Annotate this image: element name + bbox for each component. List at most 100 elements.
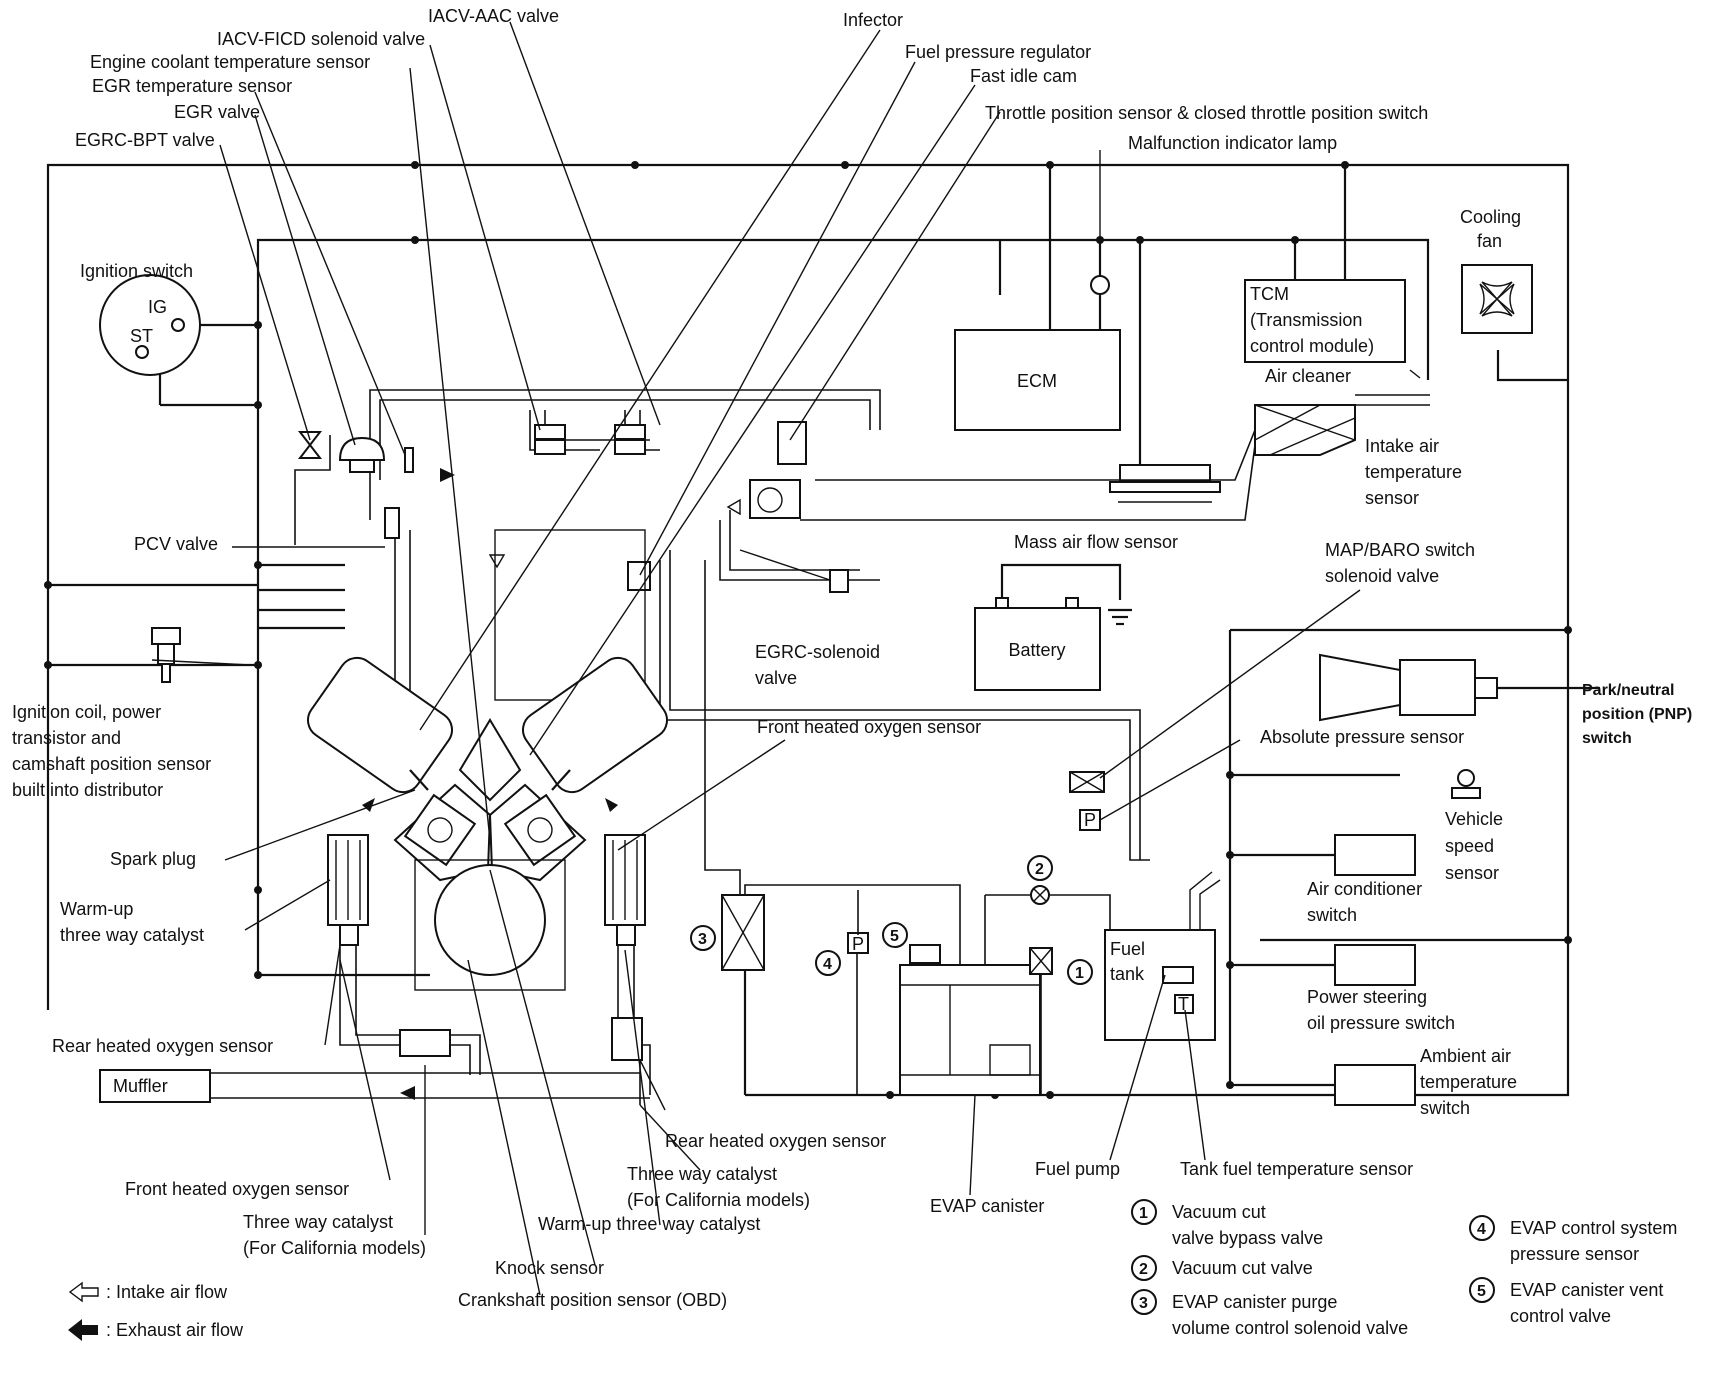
svg-text:5: 5 — [890, 928, 899, 945]
tank-temp-t: T — [1178, 994, 1189, 1014]
legend-item-1: 1 Vacuum cut valve bypass valve — [1131, 1199, 1323, 1248]
st-terminal — [135, 345, 149, 359]
throttle-body-icon — [749, 479, 801, 519]
egr-valve-icon — [338, 436, 386, 473]
transmission-icon — [1319, 653, 1498, 722]
tcm-label-1: TCM — [1250, 284, 1289, 304]
fuel-tank-label-1: Fuel — [1110, 939, 1145, 959]
ig-terminal — [171, 318, 185, 332]
label-map-baro-2: solenoid valve — [1325, 566, 1439, 586]
label-fast-idle-cam: Fast idle cam — [970, 66, 1077, 86]
svg-text:5: 5 — [1477, 1283, 1486, 1300]
label-tank-fuel-temp: Tank fuel temperature sensor — [1180, 1159, 1413, 1179]
svg-text:1: 1 — [1075, 965, 1084, 982]
label-ignition-switch: Ignition switch — [80, 261, 193, 281]
label-fuel-pump: Fuel pump — [1035, 1159, 1120, 1179]
label-iacv-aac: IACV-AAC valve — [428, 6, 559, 26]
vehicle-speed-sensor-icon — [1451, 769, 1481, 799]
label-pnp-1: Park/neutral — [1582, 682, 1674, 699]
malfunction-indicator-lamp-icon — [1090, 275, 1110, 295]
vacuum-cut-valve-bypass — [1029, 947, 1053, 975]
legend-item-3: 3 EVAP canister purge volume control sol… — [1131, 1289, 1408, 1338]
evap-piping — [704, 560, 1111, 1095]
label-front-o2-top: Front heated oxygen sensor — [757, 717, 981, 737]
tcm-box — [1244, 279, 1406, 363]
label-twc-right-2: (For California models) — [627, 1190, 810, 1210]
throttle-position-sensor-icon — [777, 421, 807, 465]
label-front-o2-bottom: Front heated oxygen sensor — [125, 1179, 349, 1199]
muffler-box — [99, 1069, 211, 1103]
flow-legend: : Intake air flow : Exhaust air flow — [68, 1281, 244, 1341]
vacuum-cut-valve — [1030, 885, 1050, 905]
svg-text:EVAP control system: EVAP control system — [1510, 1218, 1677, 1238]
ig-label: IG — [148, 297, 167, 317]
mass-air-flow-sensor — [1109, 464, 1221, 503]
junction-dots — [44, 161, 1572, 1099]
label-rear-o2-left: Rear heated oxygen sensor — [52, 1036, 273, 1056]
label-twc-left-1: Three way catalyst — [243, 1212, 393, 1232]
label-warmup-twc-left-2: three way catalyst — [60, 925, 204, 945]
tcm-label-2: (Transmission — [1250, 310, 1362, 330]
svg-text:pressure sensor: pressure sensor — [1510, 1244, 1639, 1264]
intake-arrows — [488, 498, 741, 569]
label-spark-plug: Spark plug — [110, 849, 196, 869]
legend-exhaust-air-flow: : Exhaust air flow — [106, 1320, 244, 1340]
label-egr-temp: EGR temperature sensor — [92, 76, 292, 96]
label-cooling-fan-2: fan — [1477, 231, 1502, 251]
svg-text:volume control solenoid valve: volume control solenoid valve — [1172, 1318, 1408, 1338]
label-ignition-coil-3: camshaft position sensor — [12, 754, 211, 774]
svg-text:3: 3 — [1139, 1295, 1148, 1312]
label-egrc-solenoid-1: EGRC-solenoid — [755, 642, 880, 662]
fuel-tank: T — [1104, 871, 1221, 1041]
label-twc-left-2: (For California models) — [243, 1238, 426, 1258]
svg-text:4: 4 — [823, 956, 832, 973]
evap-pressure-sensor: P — [847, 932, 869, 954]
label-evap-canister: EVAP canister — [930, 1196, 1044, 1216]
warmup-catalyst-right — [604, 834, 646, 946]
battery-label: Battery — [1008, 640, 1065, 660]
svg-text:EVAP canister vent: EVAP canister vent — [1510, 1280, 1663, 1300]
component-labels: IACV-AAC valve IACV-FICD solenoid valve … — [12, 6, 1692, 1310]
egrc-solenoid-valve-icon — [829, 569, 849, 593]
label-cooling-fan-1: Cooling — [1460, 207, 1521, 227]
label-ambient-air-3: switch — [1420, 1098, 1470, 1118]
label-absolute-pressure: Absolute pressure sensor — [1260, 727, 1464, 747]
ignition-switch-icon — [99, 274, 201, 376]
label-pnp-2: position (PNP) — [1582, 706, 1692, 723]
map-baro-switch-solenoid-icon — [1069, 771, 1105, 793]
svg-text:2: 2 — [1035, 861, 1044, 878]
abs-pressure-p: P — [1084, 810, 1096, 830]
legend-intake-air-flow: : Intake air flow — [106, 1282, 228, 1302]
egr-temperature-sensor-icon — [404, 447, 414, 473]
label-power-steering-2: oil pressure switch — [1307, 1013, 1455, 1033]
label-map-baro-1: MAP/BARO switch — [1325, 540, 1475, 560]
cooling-fan-icon — [1479, 281, 1515, 317]
label-pnp-3: switch — [1582, 730, 1632, 747]
label-rear-o2-right: Rear heated oxygen sensor — [665, 1131, 886, 1151]
evap-canister-vent-valve — [909, 944, 941, 964]
label-intake-air-temp-2: temperature — [1365, 462, 1462, 482]
svg-text:3: 3 — [698, 931, 707, 948]
legend-item-2: 2 Vacuum cut valve — [1131, 1255, 1313, 1281]
legend-item-5: 5 EVAP canister vent control valve — [1469, 1277, 1663, 1326]
label-air-cleaner: Air cleaner — [1265, 366, 1351, 386]
pressure-sensor-p: P — [852, 934, 864, 954]
warmup-catalyst-left — [327, 834, 369, 946]
battery — [974, 563, 1132, 691]
label-vehicle-speed-1: Vehicle — [1445, 809, 1503, 829]
svg-text:1: 1 — [1139, 1205, 1148, 1222]
egrc-bpt-valve-icon — [297, 431, 323, 459]
absolute-pressure-sensor-icon: P — [1079, 809, 1101, 831]
svg-text:2: 2 — [1139, 1261, 1148, 1278]
label-ignition-coil-1: Ignition coil, power — [12, 702, 161, 722]
intake-piping — [294, 389, 1256, 861]
ecm-box — [954, 329, 1121, 431]
intake-air-flow-icon — [68, 1281, 99, 1303]
iacv-ficd-solenoid-valve-icon — [534, 424, 566, 455]
iacv-aac-valve-icon — [614, 424, 646, 455]
fuel-tank-label-2: tank — [1110, 964, 1145, 984]
label-warmup-twc-left-1: Warm-up — [60, 899, 133, 919]
rear-catalyst-left — [399, 1029, 451, 1057]
label-warmup-twc-bottom: Warm-up three way catalyst — [538, 1214, 760, 1234]
label-coolant-temp: Engine coolant temperature sensor — [90, 52, 370, 72]
